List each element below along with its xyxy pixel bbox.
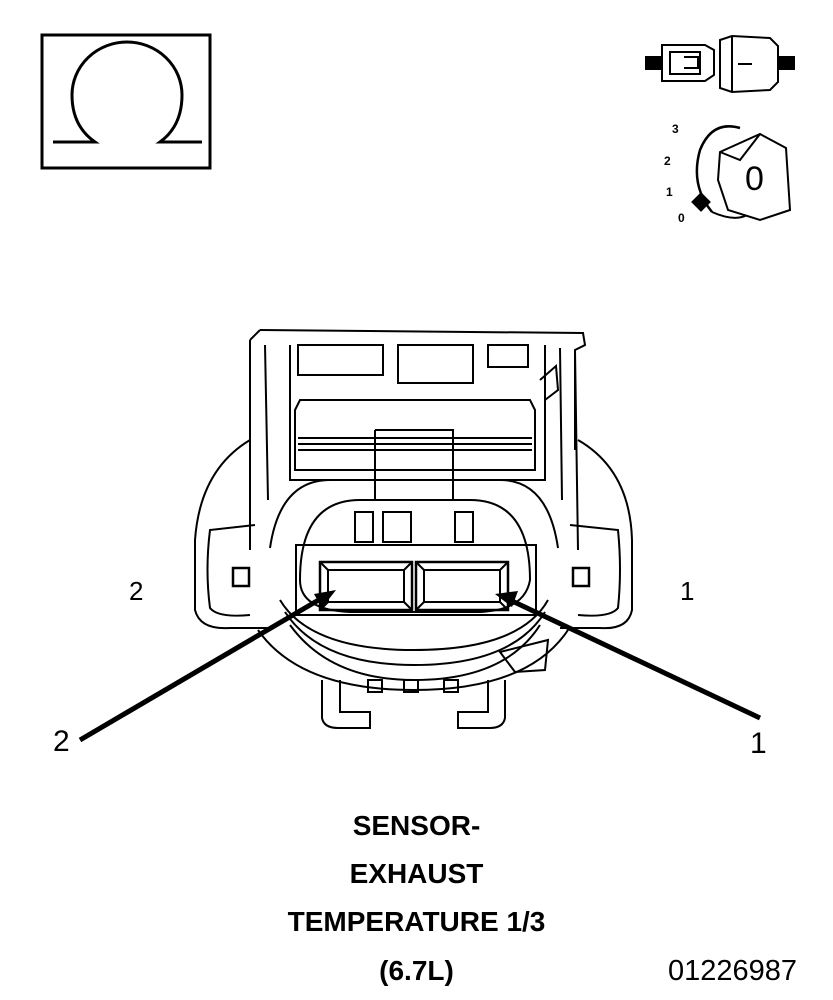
ignition-position-2: 2: [664, 154, 671, 168]
pin-2-leader-line: [78, 595, 324, 743]
ignition-position-3: 3: [672, 122, 679, 136]
pin-callout-2: 2: [53, 725, 70, 758]
ignition-key-icon: [691, 125, 792, 222]
pin-callout-leaders: [78, 590, 762, 743]
ignition-position-0: 0: [678, 211, 685, 225]
connector-body: [194, 329, 633, 729]
title-line-2: EXHAUST: [349, 858, 484, 889]
pin-callout-1: 1: [750, 727, 767, 760]
figure-id: 01226987: [668, 955, 798, 987]
connector-side-label-left: 2: [129, 576, 144, 606]
pin-1-arrowhead: [495, 591, 518, 607]
title-line-3: TEMPERATURE 1/3: [287, 906, 546, 937]
ignition-key-label: 0: [745, 160, 764, 198]
title-line-4: (6.7L): [379, 955, 454, 986]
pin-2-arrowhead: [314, 590, 336, 608]
ignition-position-1: 1: [666, 185, 673, 199]
pin-1-leader-line: [508, 597, 762, 721]
ohm-symbol-icon: [40, 33, 212, 170]
connector-side-label-right: 1: [680, 576, 695, 606]
connector-disconnected-icon: [645, 34, 795, 94]
title-line-1: SENSOR-: [352, 810, 481, 841]
